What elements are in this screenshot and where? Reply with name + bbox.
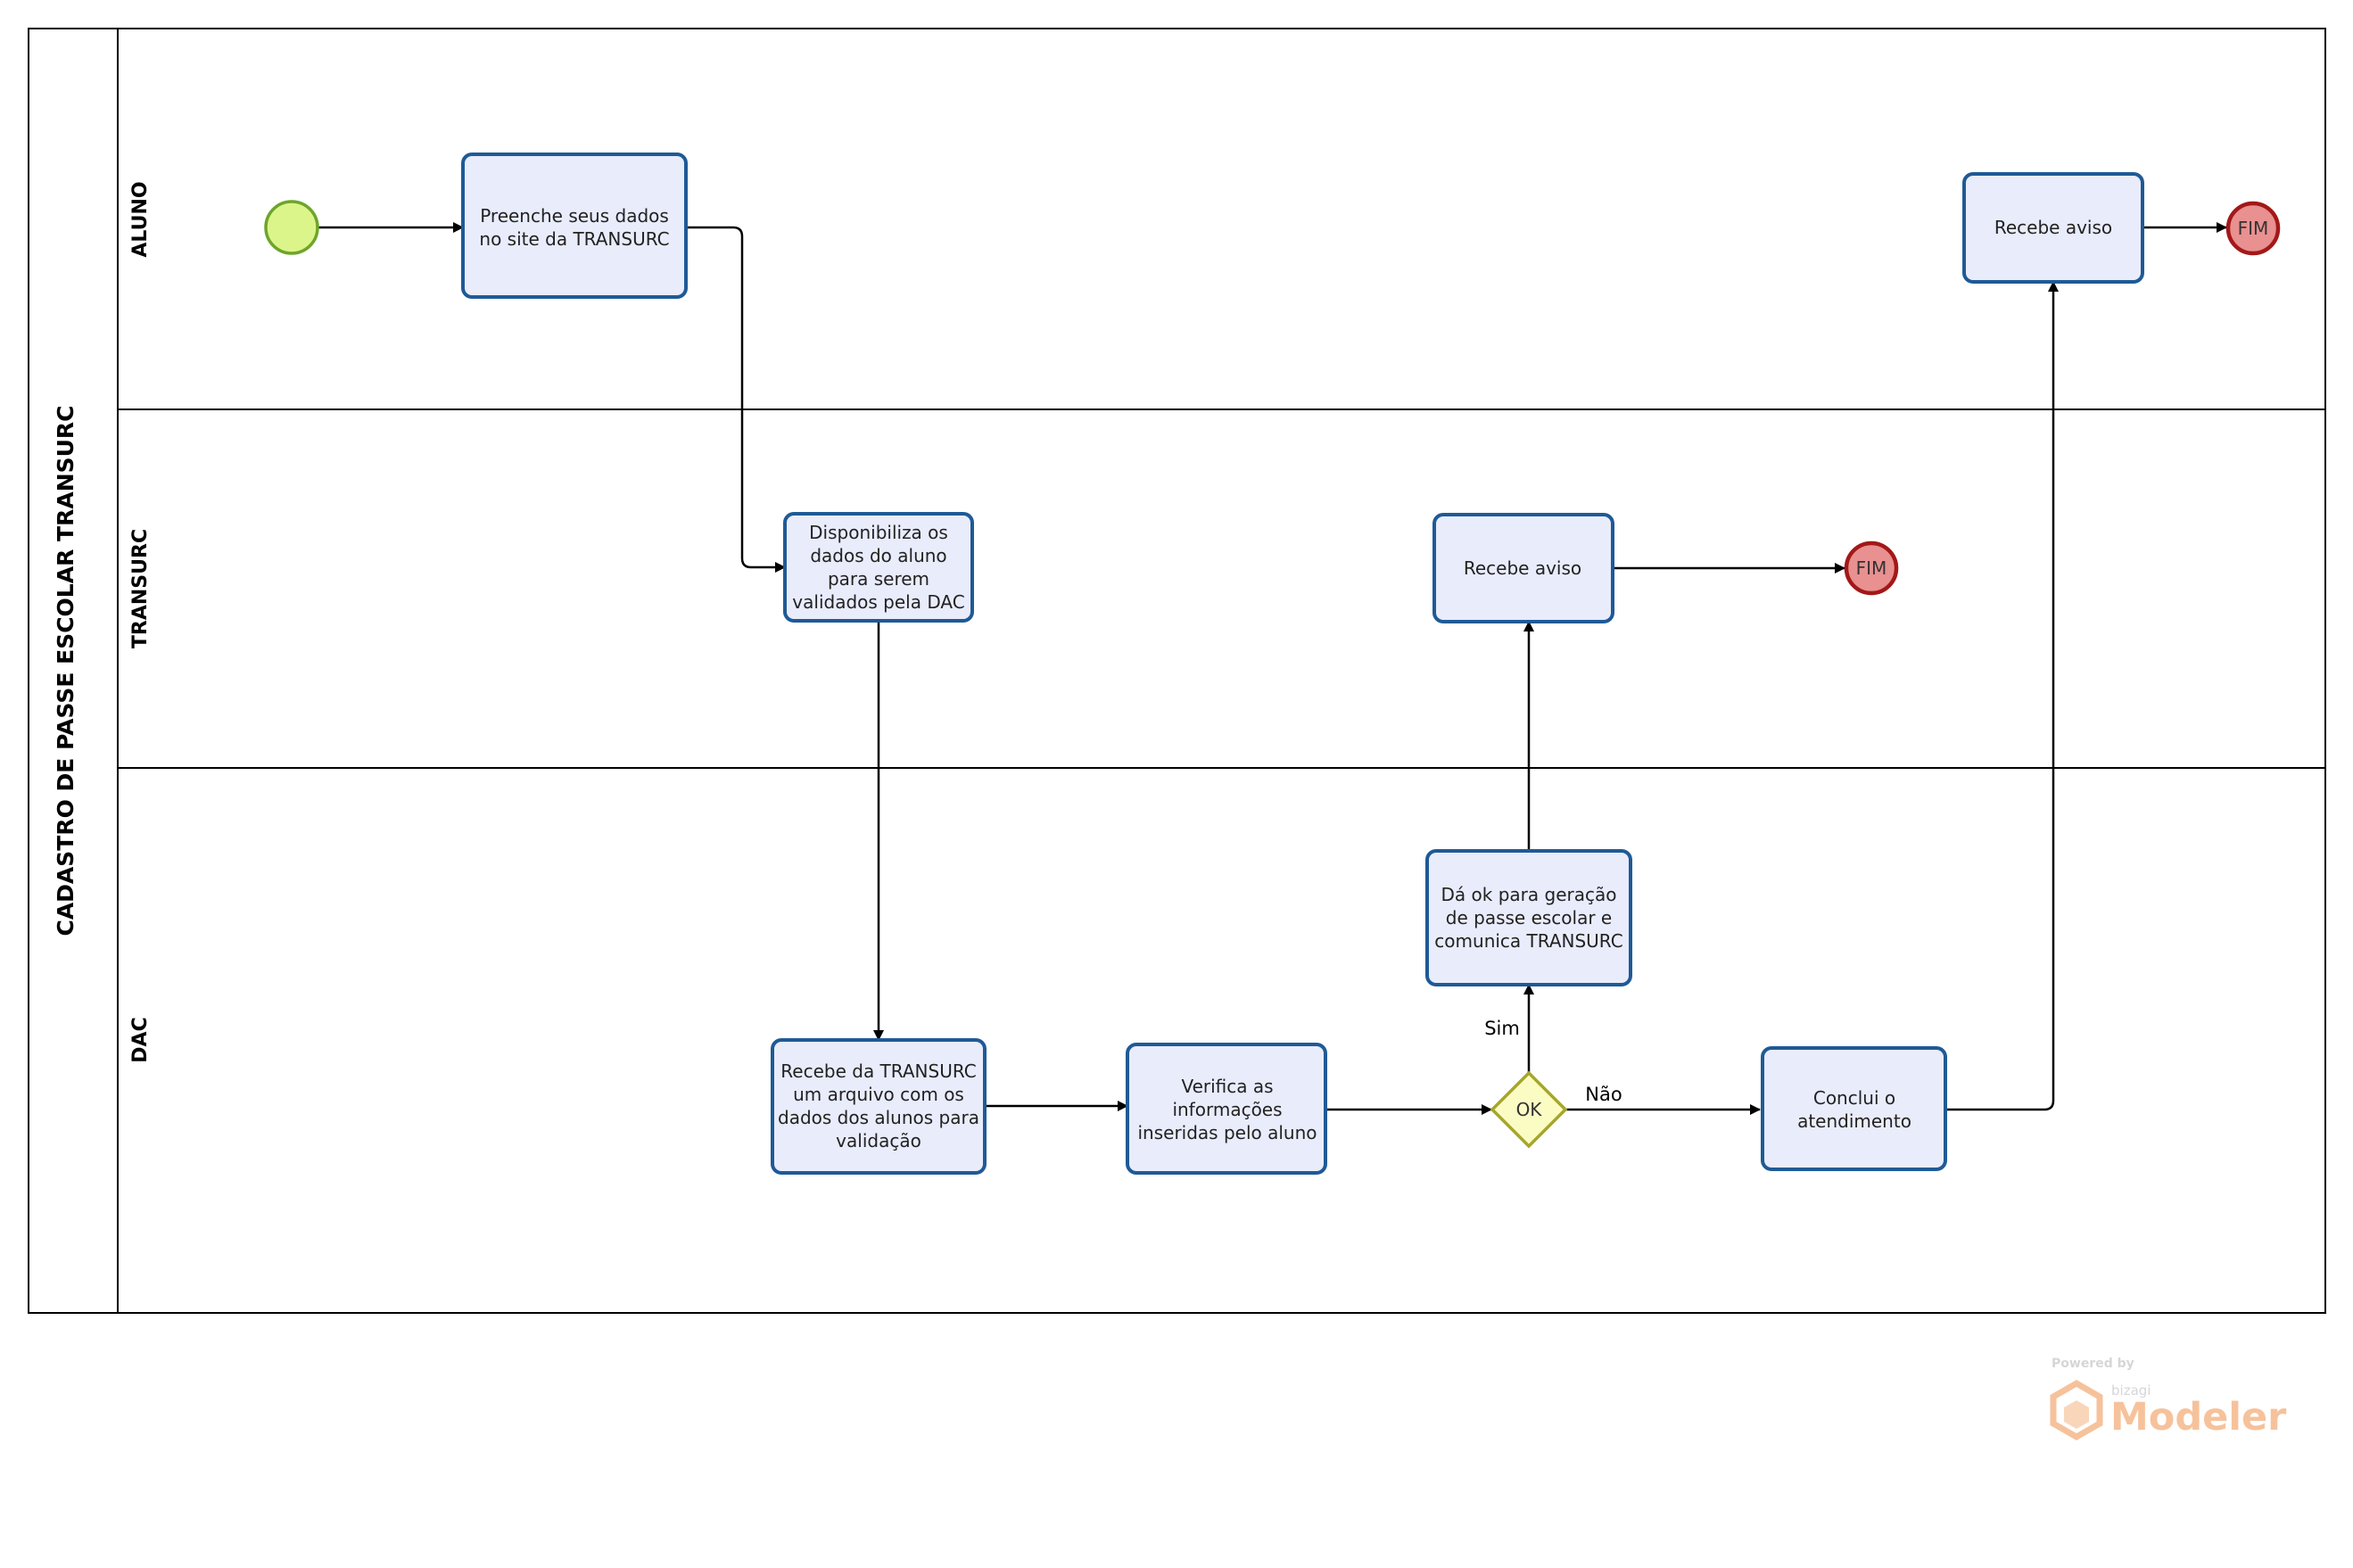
end-event-label: FIM [1856, 557, 1887, 579]
lane-label-aluno: ALUNO [129, 181, 152, 257]
task-label-line: validação [836, 1130, 921, 1151]
watermark-brand: Modeler [2110, 1395, 2287, 1440]
bizagi-watermark: Powered by bizagi Modeler [2050, 1357, 2287, 1441]
watermark-brand-small: bizagi [2111, 1382, 2151, 1399]
lane-dac: DAC [129, 1017, 152, 1062]
task-label-line: um arquivo com os [793, 1084, 964, 1105]
start-event[interactable] [264, 200, 319, 255]
gateway-ok[interactable]: OK [1490, 1070, 1568, 1149]
lane-label-dac: DAC [129, 1017, 152, 1062]
lane-transurc: TRANSURC [118, 529, 2325, 769]
flow-label-nao: Não [1585, 1084, 1622, 1105]
gateway-label: OK [1516, 1099, 1543, 1120]
task-recebe-aviso-transurc[interactable]: Recebe aviso [1432, 513, 1614, 623]
task-label-line: Verifica as [1181, 1076, 1273, 1097]
task-label-line: Recebe aviso [1994, 217, 2112, 238]
pool-title: CADASTRO DE PASSE ESCOLAR TRANSURC [53, 405, 78, 936]
task-label-line: Disponibiliza os [809, 522, 948, 543]
watermark-powered-by: Powered by [2052, 1357, 2134, 1371]
task-label-line: comunica TRANSURC [1434, 930, 1622, 952]
task-label-line: Conclui o [1813, 1087, 1895, 1109]
bizagi-logo-icon [2050, 1379, 2103, 1441]
flow-conclui-to-recebe-aviso-aluno [1946, 281, 2059, 1111]
task-label-line: informações [1172, 1099, 1282, 1120]
task-label-line: para serem [828, 568, 929, 590]
lane-label-transurc: TRANSURC [129, 529, 152, 648]
task-label-line: inseridas pelo aluno [1137, 1122, 1317, 1143]
end-event-transurc[interactable]: FIM [1844, 541, 1899, 596]
sequence-flows [318, 222, 2227, 1115]
task-label-line: de passe escolar e [1446, 907, 1612, 928]
task-label-line: Recebe da TRANSURC [780, 1060, 976, 1082]
task-label-line: dados do aluno [810, 545, 946, 566]
task-label-line: no site da TRANSURC [479, 228, 669, 250]
end-event-label: FIM [2238, 218, 2269, 239]
task-recebe-aviso-aluno[interactable]: Recebe aviso [1962, 172, 2144, 284]
flow-label-sim: Sim [1484, 1018, 1520, 1039]
task-label-line: dados dos alunos para [778, 1107, 979, 1128]
end-event-aluno[interactable]: FIM [2225, 201, 2281, 256]
lane-aluno: ALUNO [118, 181, 2325, 410]
task-label-line: Recebe aviso [1464, 557, 1581, 579]
flow-preenche-to-disponibiliza [686, 226, 786, 573]
task-label-line: atendimento [1797, 1110, 1911, 1132]
task-label-line: Dá ok para geração [1441, 884, 1617, 905]
task-label-line: Preenche seus dados [480, 205, 669, 227]
task-label-line: validados pela DAC [792, 591, 964, 613]
